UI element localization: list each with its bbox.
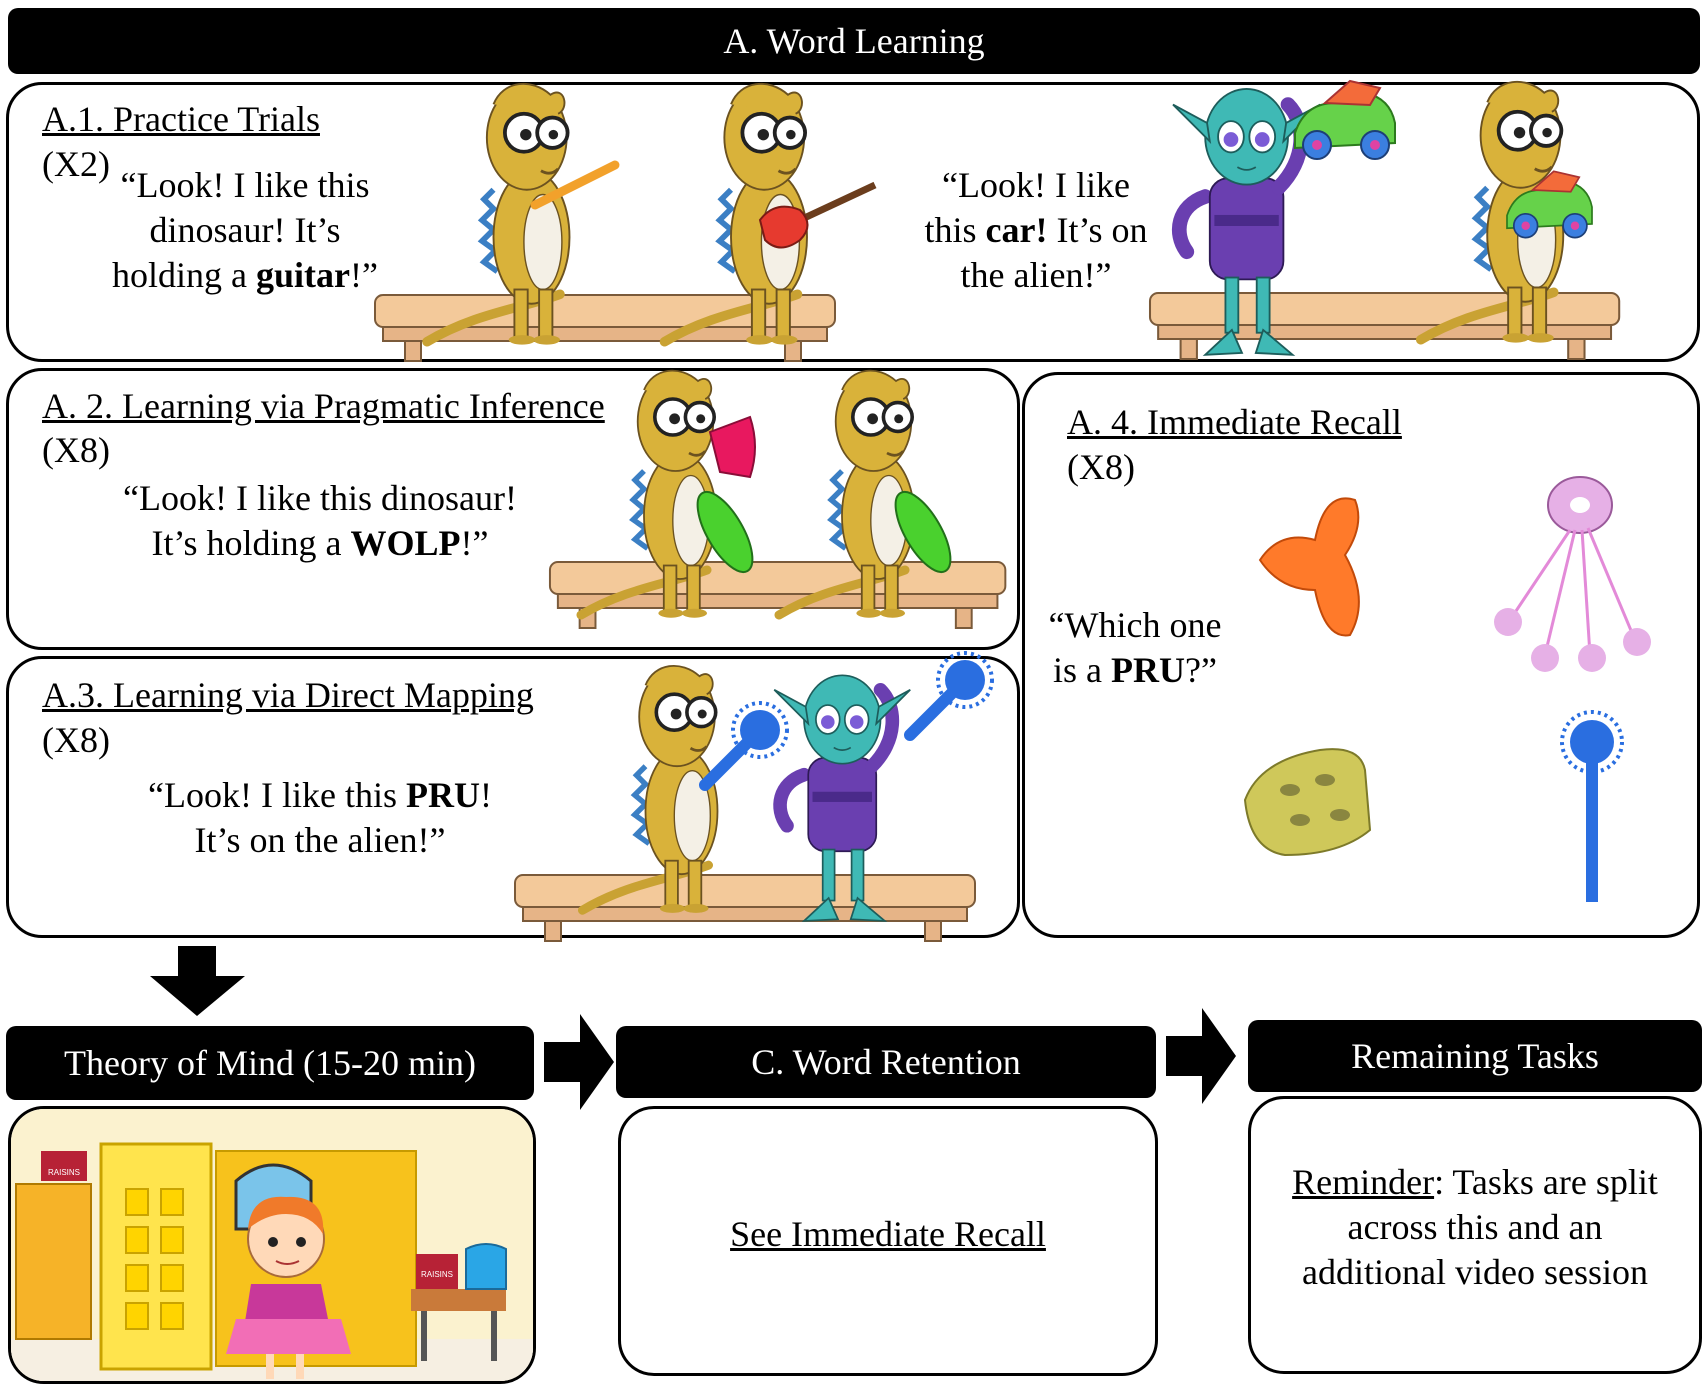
a4-title: A. 4. Immediate Recall — [1067, 402, 1402, 442]
see-immediate-recall-link[interactable]: See Immediate Recall — [730, 1214, 1046, 1254]
a3-reps: (X8) — [42, 720, 110, 760]
a2-scene — [548, 372, 1007, 629]
word-retention-bar: C. Word Retention — [616, 1026, 1156, 1098]
a2-quote-line1: “Look! I like this dinosaur! — [123, 478, 517, 518]
a2-quote: “Look! I like this dinosaur! It’s holdin… — [100, 476, 540, 566]
theory-of-mind-scene: RAISINS RAISINS — [11, 1109, 533, 1381]
a3-scene — [514, 660, 1015, 942]
a1-quote1-line1: “Look! I like this — [120, 165, 370, 205]
raisins-box-label: RAISINS — [48, 1168, 80, 1177]
a3-title: A.3. Learning via Direct Mapping — [42, 675, 534, 715]
remaining-line3: additional video session — [1302, 1252, 1648, 1292]
raisins-box-icon-2 — [416, 1254, 458, 1289]
remaining-tasks-bar: Remaining Tasks — [1248, 1020, 1702, 1092]
a1-scene-alien — [1148, 88, 1621, 360]
car-icon — [1294, 80, 1396, 160]
a4-quote-line1: “Which one — [1048, 605, 1222, 645]
blue-wand-toy-icon — [1560, 710, 1624, 902]
blue-brush-toy-icon — [705, 703, 787, 785]
a3-quote: “Look! I like this PRU! It’s on the alie… — [100, 773, 540, 863]
a1-title: A.1. Practice Trials — [42, 99, 320, 139]
a2-reps: (X8) — [42, 430, 110, 470]
a4-quote-line2: is a PRU?” — [1053, 650, 1217, 690]
a2-quote-line2: It’s holding a WOLP!” — [151, 523, 489, 563]
yellow-cylinder-toy-icon — [1243, 748, 1372, 857]
a3-quote-line1: “Look! I like this PRU! — [148, 775, 492, 815]
remaining-tasks-text: Reminder: Tasks are split across this an… — [1248, 1160, 1702, 1295]
a2-title: A. 2. Learning via Pragmatic Inference — [42, 386, 605, 426]
right-arrow-icon-2 — [1166, 1008, 1236, 1104]
theory-of-mind-bar: Theory of Mind (15-20 min) — [6, 1026, 534, 1100]
down-arrow-icon — [150, 946, 245, 1016]
a1-quote2-line3: the alien!” — [960, 255, 1112, 295]
remaining-line2: across this and an — [1347, 1207, 1603, 1247]
a1-quote1-line2: dinosaur! It’s — [149, 210, 341, 250]
pink-pompom-toy-icon — [1494, 476, 1651, 672]
orange-spiky-toy-icon — [1258, 497, 1360, 637]
a4-objects — [1243, 476, 1651, 902]
a1-quote2-line2: this car! It’s on — [924, 210, 1148, 250]
remaining-tasks-panel — [1248, 1096, 1702, 1374]
pencil-icon — [530, 160, 620, 210]
raisins-box-label-2: RAISINS — [421, 1270, 453, 1279]
word-retention-title: C. Word Retention — [751, 1042, 1021, 1082]
a4-reps: (X8) — [1067, 447, 1135, 487]
a1-reps: (X2) — [42, 144, 110, 184]
a4-quote: “Which one is a PRU?” — [1035, 603, 1235, 693]
a1-quote-car: “Look! I like this car! It’s on the alie… — [906, 163, 1166, 298]
a1-quote1-line3: holding a guitar!” — [112, 255, 378, 295]
header-bar: A. Word Learning — [8, 8, 1700, 74]
a1-quote-dinosaur: “Look! I like this dinosaur! It’s holdin… — [100, 163, 390, 298]
raisins-box-icon — [41, 1151, 87, 1181]
a1-scene-dinosaur — [374, 90, 877, 362]
word-retention-panel — [618, 1106, 1158, 1376]
remaining-tasks-title: Remaining Tasks — [1351, 1036, 1599, 1076]
remaining-line1: Reminder: Tasks are split — [1292, 1162, 1658, 1202]
a1-quote2-line1: “Look! I like — [942, 165, 1130, 205]
theory-of-mind-title: Theory of Mind (15-20 min) — [64, 1043, 476, 1083]
right-arrow-icon-1 — [544, 1014, 614, 1110]
theory-of-mind-image-panel: RAISINS RAISINS — [8, 1106, 536, 1384]
guitar-icon — [758, 181, 877, 249]
pink-fan-toy-icon — [708, 415, 756, 479]
green-disc-toy-icon — [696, 491, 754, 573]
header-title: A. Word Learning — [723, 21, 985, 61]
a3-quote-line2: It’s on the alien!” — [194, 820, 446, 860]
